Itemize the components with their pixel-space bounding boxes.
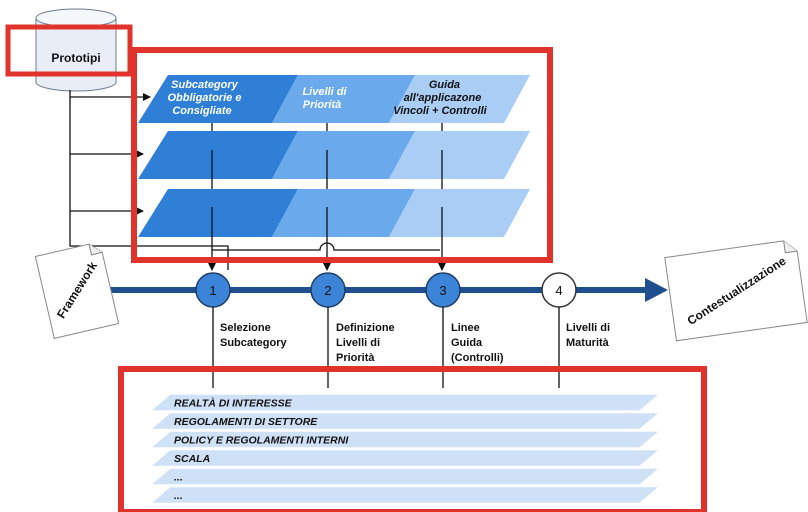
- column-header-guida: Guida all'applicazone Vincoli + Controll…: [393, 79, 487, 117]
- step-node-3: 3: [425, 272, 461, 308]
- matrix-cell: [389, 131, 530, 179]
- context-layer: [147, 393, 663, 412]
- context-layer-label: ...: [174, 472, 183, 484]
- prototipi-label: Prototipi: [51, 51, 100, 65]
- step-number: 3: [439, 283, 446, 298]
- context-layer: [147, 467, 663, 486]
- framework-document: Framework: [34, 243, 120, 339]
- context-layers: ...... SCALA POLICY E REGOLAMENTI INTERNI R…: [147, 393, 663, 505]
- matrix-grid: [138, 75, 530, 237]
- context-layer: [147, 411, 663, 431]
- context-highlight: [118, 366, 707, 512]
- context-layer-label: REALTÀ DI INTERESSE: [174, 397, 293, 410]
- matrix-cell: [272, 189, 415, 237]
- timeline: [105, 278, 668, 302]
- context-connectors: [212, 307, 560, 388]
- context-layer: [147, 485, 663, 505]
- prototipi-database: Prototipi: [35, 8, 117, 92]
- step-node-2: 2: [310, 272, 346, 308]
- step-number: 2: [324, 283, 331, 298]
- step-label-1: Selezione Subcategory: [220, 322, 288, 349]
- context-layer: [147, 448, 663, 468]
- matrix-cell: [138, 189, 298, 237]
- column-header-subcategory: Subcategory Obbligatorie e Consigliate: [167, 79, 244, 117]
- matrix-highlight: [131, 47, 553, 263]
- context-layer-label: ...: [174, 490, 183, 502]
- step-number: 4: [555, 283, 562, 298]
- context-layer-label: REGOLAMENTI DI SETTORE: [174, 416, 318, 428]
- step-node-4: 4: [541, 272, 577, 308]
- context-layer-label: POLICY E REGOLAMENTI INTERNI: [174, 435, 349, 447]
- matrix-cell: [272, 131, 415, 179]
- contestualizzazione-document: Contestualizzazione: [664, 240, 808, 342]
- step-label-2: Definizione Livelli di Priorità: [336, 322, 398, 364]
- matrix-cell: [138, 75, 298, 123]
- step-node-1: 1: [195, 272, 231, 308]
- step-labels: Selezione Subcategory Definizione Livell…: [220, 322, 613, 364]
- matrix-cell: [138, 131, 298, 179]
- prototipi-highlight: [5, 24, 133, 77]
- matrix-cell: [272, 75, 415, 123]
- context-layer: [147, 430, 663, 449]
- matrix-cell: [389, 75, 530, 123]
- prototipi-connectors: [69, 90, 151, 215]
- step-label-3: Linee Guida (Controlli): [451, 322, 504, 364]
- matrix-headers: Subcategory Obbligatorie e Consigliate L…: [167, 79, 487, 117]
- context-layer-label: SCALA: [174, 453, 210, 465]
- matrix-cell: [389, 189, 530, 237]
- step-number: 1: [209, 283, 216, 298]
- column-header-livelli: Livelli di Priorità: [302, 86, 349, 111]
- step-nodes: 1 2 3 4: [195, 272, 577, 308]
- step-label-4: Livelli di Maturità: [566, 322, 613, 349]
